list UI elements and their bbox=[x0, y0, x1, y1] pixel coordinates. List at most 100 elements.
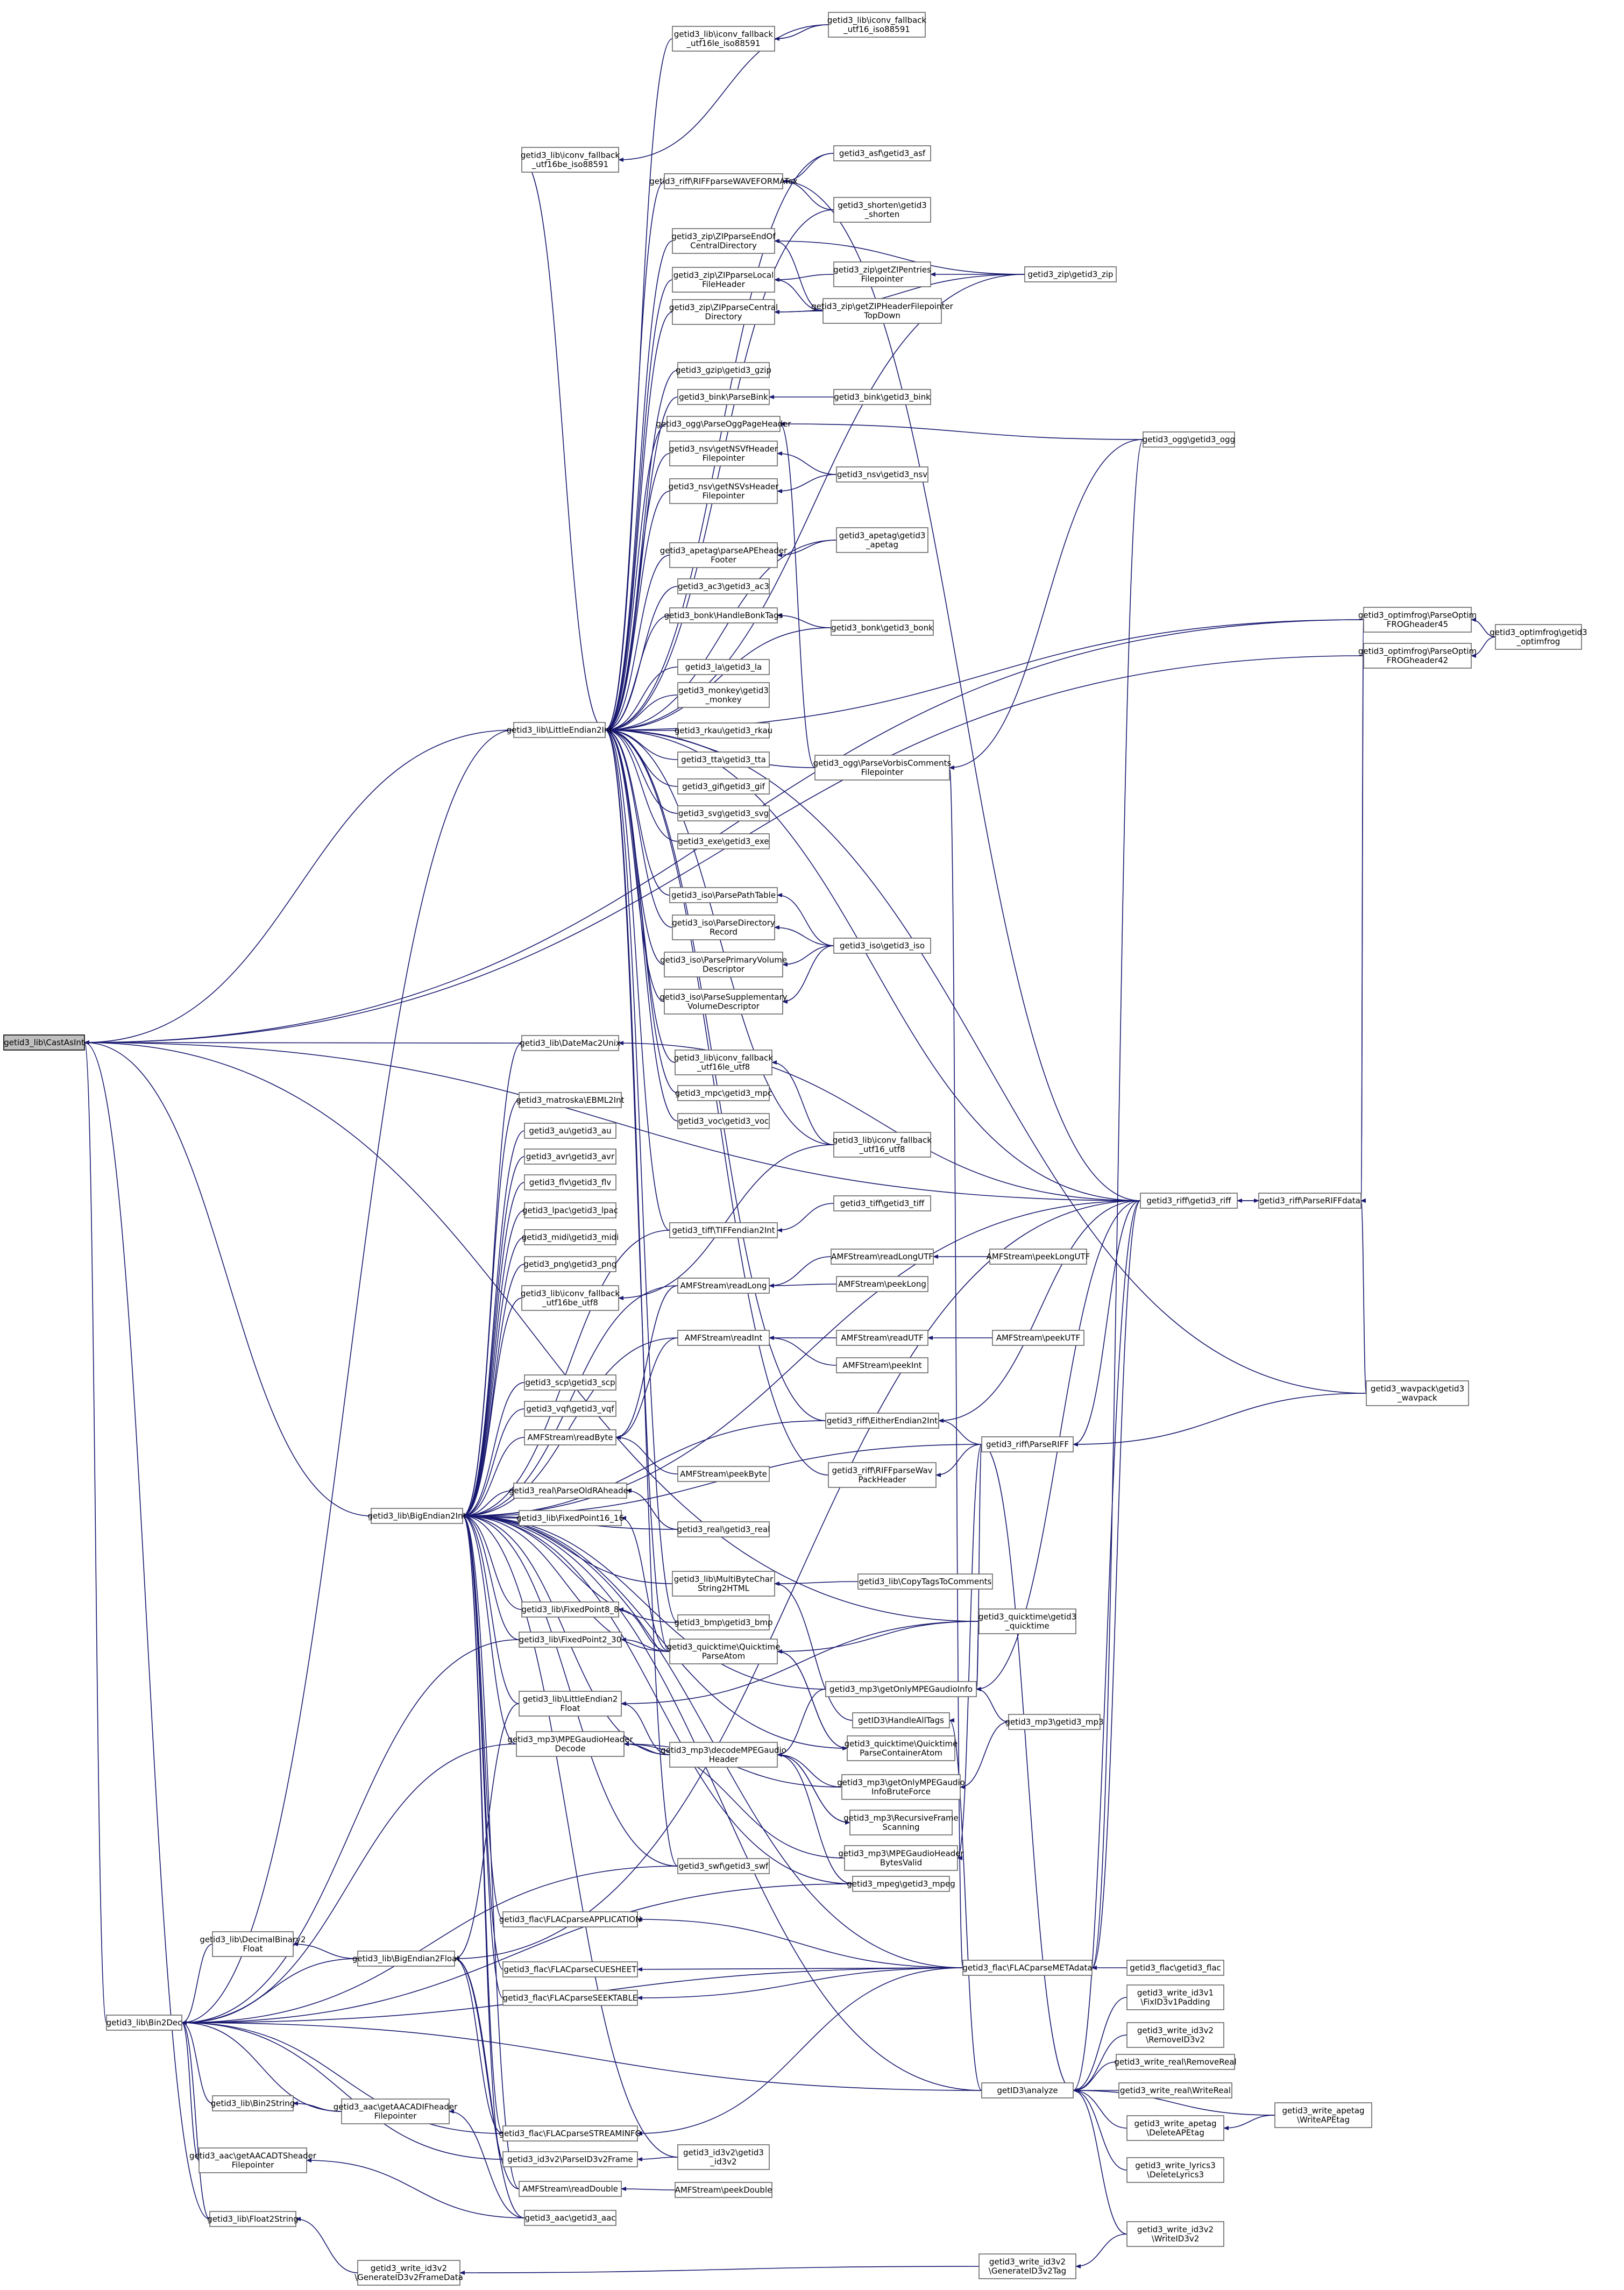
function-node-svg[interactable]: getid3_svg\getid3_svg bbox=[677, 805, 770, 821]
function-node-amf-peeklongutf[interactable]: AMFStream\peekLongUTF bbox=[987, 1249, 1090, 1265]
function-node-fixedpoint16[interactable]: getid3_lib\FixedPoint16_16 bbox=[516, 1510, 624, 1526]
function-node-amf-peekutf[interactable]: AMFStream\peekUTF bbox=[992, 1330, 1084, 1346]
function-node-flac-cuesheet[interactable]: getid3_flac\FLACparseCUESHEET bbox=[502, 1961, 638, 1977]
function-node-shorten[interactable]: getid3_shorten\getid3_shorten bbox=[833, 197, 931, 223]
function-node-wavpack[interactable]: getid3_wavpack\getid3_wavpack bbox=[1366, 1380, 1469, 1406]
function-node-iconv-utf16be-utf8[interactable]: getid3_lib\iconv_fallback_utf16be_utf8 bbox=[521, 1285, 620, 1311]
function-node-zip-getzip[interactable]: getid3_zip\getid3_zip bbox=[1024, 266, 1117, 282]
function-node-iso-pathtable[interactable]: getid3_iso\ParsePathTable bbox=[669, 887, 778, 903]
function-node-bonk-handle[interactable]: getid3_bonk\HandleBonkTags bbox=[664, 607, 783, 623]
function-node-bin2string[interactable]: getid3_lib\Bin2String bbox=[211, 2095, 295, 2111]
function-node-flac-metadata[interactable]: getid3_flac\FLACparseMETAdata bbox=[962, 1960, 1093, 1976]
function-node-analyze[interactable]: getID3\analyze bbox=[981, 2082, 1074, 2098]
function-node-iconv-utf16-iso[interactable]: getid3_lib\iconv_fallback_utf16_iso88591 bbox=[827, 12, 927, 38]
function-node-monkey[interactable]: getid3_monkey\getid3_monkey bbox=[677, 682, 770, 708]
function-node-iconv-utf16be-iso[interactable]: getid3_lib\iconv_fallback_utf16be_iso885… bbox=[521, 147, 620, 173]
function-node-quicktime[interactable]: getid3_quicktime\getid3_quicktime bbox=[978, 1608, 1076, 1634]
function-node-amf-peekbyte[interactable]: AMFStream\peekByte bbox=[677, 1466, 770, 1482]
function-node-riff-parse[interactable]: getid3_riff\ParseRIFF bbox=[981, 1436, 1074, 1452]
function-node-amf-readutf[interactable]: AMFStream\readUTF bbox=[836, 1330, 928, 1346]
function-node-riff-data[interactable]: getid3_riff\ParseRIFFdata bbox=[1258, 1193, 1361, 1209]
function-node-handleall[interactable]: getID3\HandleAllTags bbox=[852, 1712, 950, 1728]
function-node-littleendian2int[interactable]: getid3_lib\LittleEndian2Int bbox=[507, 722, 613, 738]
function-node-amf-readdouble[interactable]: AMFStream\readDouble bbox=[519, 2181, 622, 2197]
function-node-aac[interactable]: getid3_aac\getid3_aac bbox=[524, 2210, 616, 2226]
function-node-rkau[interactable]: getid3_rkau\getid3_rkau bbox=[675, 722, 772, 739]
function-node-asf[interactable]: getid3_asf\getid3_asf bbox=[833, 145, 931, 161]
function-node-tta[interactable]: getid3_tta\getid3_tta bbox=[677, 751, 770, 768]
function-node-riff-either[interactable]: getid3_riff\EitherEndian2Int bbox=[825, 1413, 939, 1429]
function-node-bin2dec[interactable]: getid3_lib\Bin2Dec bbox=[106, 2015, 182, 2031]
function-node-amf-readbyte[interactable]: AMFStream\readByte bbox=[524, 1429, 616, 1445]
function-node-write-apetag-delete[interactable]: getid3_write_apetag\DeleteAPEtag bbox=[1126, 2115, 1224, 2141]
function-node-copytags[interactable]: getid3_lib\CopyTagsToComments bbox=[857, 1573, 993, 1590]
function-node-castasint[interactable]: getid3_lib\CastAsInt bbox=[3, 1034, 85, 1051]
function-node-write-id3v1-padding[interactable]: getid3_write_id3v1\FixID3v1Padding bbox=[1126, 1984, 1224, 2010]
function-node-png[interactable]: getid3_png\getid3_png bbox=[524, 1256, 617, 1272]
function-node-amf-peeklong[interactable]: AMFStream\peekLong bbox=[836, 1276, 928, 1292]
function-node-fixedpoint8[interactable]: getid3_lib\FixedPoint8_8 bbox=[521, 1601, 619, 1618]
function-node-exe[interactable]: getid3_exe\getid3_exe bbox=[677, 833, 770, 849]
function-node-apetag[interactable]: getid3_apetag\getid3_apetag bbox=[836, 527, 928, 553]
function-node-riff-waveformatex[interactable]: getid3_riff\RIFFparseWAVEFORMATex bbox=[649, 173, 798, 189]
function-node-flac[interactable]: getid3_flac\getid3_flac bbox=[1126, 1960, 1224, 1976]
function-node-flac-streaminfo[interactable]: getid3_flac\FLACparseSTREAMINFO bbox=[499, 2125, 642, 2142]
function-node-amf-peekdouble[interactable]: AMFStream\peekDouble bbox=[675, 2182, 772, 2198]
function-node-iconv-utf16-utf8[interactable]: getid3_lib\iconv_fallback_utf16_utf8 bbox=[833, 1132, 932, 1158]
function-node-write-real-write[interactable]: getid3_write_real\WriteReal bbox=[1118, 2082, 1232, 2098]
function-node-id3v2[interactable]: getid3_id3v2\getid3_id3v2 bbox=[677, 2144, 770, 2170]
function-node-id3v2-frame[interactable]: getid3_id3v2\ParseID3v2Frame bbox=[502, 2151, 638, 2167]
function-node-write-id3v2-remove[interactable]: getid3_write_id3v2\RemoveID3v2 bbox=[1126, 2022, 1224, 2048]
function-node-midi[interactable]: getid3_midi\getid3_midi bbox=[522, 1229, 619, 1245]
function-node-flac-application[interactable]: getid3_flac\FLACparseAPPLICATION bbox=[499, 1911, 641, 1927]
function-node-flac-seektable[interactable]: getid3_flac\FLACparseSEEKTABLE bbox=[502, 1990, 638, 2006]
function-node-amf-readlong[interactable]: AMFStream\readLong bbox=[677, 1278, 770, 1294]
function-node-scp[interactable]: getid3_scp\getid3_scp bbox=[524, 1374, 616, 1391]
function-node-write-id3v2-frame[interactable]: getid3_write_id3v2\GenerateID3v2FrameDat… bbox=[354, 2260, 463, 2286]
function-node-write-apetag-write[interactable]: getid3_write_apetag\WriteAPEtag bbox=[1274, 2102, 1372, 2128]
function-node-avr[interactable]: getid3_avr\getid3_avr bbox=[524, 1148, 616, 1165]
function-node-au[interactable]: getid3_au\getid3_au bbox=[524, 1123, 616, 1139]
function-node-tiff-endian[interactable]: getid3_tiff\TIFFendian2Int bbox=[669, 1222, 778, 1238]
function-node-bink-parse[interactable]: getid3_bink\ParseBink bbox=[677, 389, 770, 405]
function-node-bmp[interactable]: getid3_bmp\getid3_bmp bbox=[674, 1614, 773, 1630]
function-node-bigendian2int[interactable]: getid3_lib\BigEndian2Int bbox=[368, 1508, 466, 1524]
function-node-mpeg[interactable]: getid3_mpeg\getid3_mpeg bbox=[847, 1876, 955, 1892]
function-node-gzip[interactable]: getid3_gzip\getid3_gzip bbox=[676, 362, 771, 378]
function-node-la[interactable]: getid3_la\getid3_la bbox=[677, 659, 770, 675]
function-node-datemac2unix[interactable]: getid3_lib\DateMac2Unix bbox=[520, 1035, 621, 1051]
function-node-flv[interactable]: getid3_flv\getid3_flv bbox=[524, 1174, 616, 1190]
function-node-write-real-remove[interactable]: getid3_write_real\RemoveReal bbox=[1114, 2054, 1237, 2070]
function-node-riff[interactable]: getid3_riff\getid3_riff bbox=[1140, 1193, 1238, 1209]
function-node-bink[interactable]: getid3_bink\getid3_bink bbox=[833, 389, 931, 405]
function-node-lpac[interactable]: getid3_lpac\getid3_lpac bbox=[522, 1202, 618, 1218]
function-node-write-id3v2-tag[interactable]: getid3_write_id3v2\GenerateID3v2Tag bbox=[978, 2253, 1076, 2279]
function-node-amf-readint[interactable]: AMFStream\readInt bbox=[677, 1330, 770, 1346]
function-node-fixedpoint2[interactable]: getid3_lib\FixedPoint2_30 bbox=[519, 1632, 622, 1648]
function-node-amf-readlongutf[interactable]: AMFStream\readLongUTF bbox=[831, 1249, 934, 1265]
